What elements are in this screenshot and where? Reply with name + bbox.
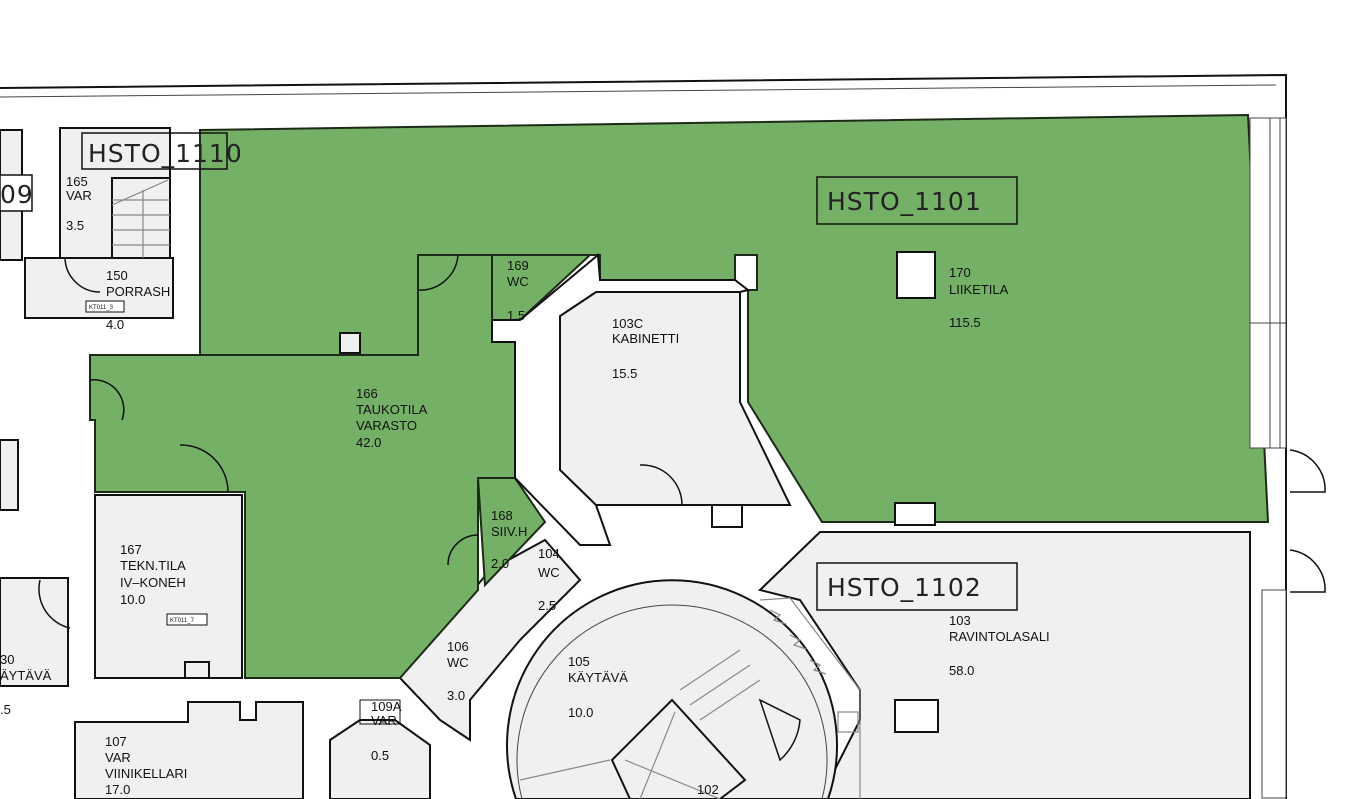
- windows-right: [1249, 117, 1287, 799]
- room-107: [74, 701, 304, 799]
- svg-text:170: 170: [949, 265, 971, 280]
- room-label-166: 166 TAUKOTILA VARASTO 42.0: [356, 386, 428, 450]
- svg-text:WC: WC: [447, 655, 469, 670]
- svg-text:2.0: 2.0: [491, 556, 509, 571]
- room-167: [94, 494, 243, 679]
- stairs-105: [519, 649, 761, 781]
- svg-text:HSTO_1102: HSTO_1102: [827, 573, 982, 602]
- svg-text:58.0: 58.0: [949, 663, 974, 678]
- svg-text:VIINIKELLARI: VIINIKELLARI: [105, 766, 187, 781]
- svg-text:106: 106: [447, 639, 469, 654]
- room-label-167: 167 TEKN.TILA IV–KONEH 10.0 KT011_7: [120, 542, 208, 626]
- shaft-102-lines: [624, 711, 721, 799]
- svg-text:107: 107: [105, 734, 127, 749]
- svg-text:115.5: 115.5: [949, 315, 981, 330]
- room-label-106: 106 WC 3.0: [447, 639, 469, 703]
- zone-label-hsto-1110[interactable]: HSTO_1110: [81, 132, 243, 170]
- zone-label-hsto-1102[interactable]: HSTO_1102: [816, 562, 1018, 611]
- svg-text:TAUKOTILA: TAUKOTILA: [356, 402, 428, 417]
- svg-text:ÄYTÄVÄ: ÄYTÄVÄ: [0, 668, 52, 683]
- stairs-150: [111, 177, 171, 259]
- svg-text:103: 103: [949, 613, 971, 628]
- svg-text:IV–KONEH: IV–KONEH: [120, 575, 186, 590]
- svg-text:3.0: 3.0: [447, 688, 465, 703]
- zone-label-partial[interactable]: 09: [0, 174, 34, 212]
- svg-text:2.5: 2.5: [538, 598, 556, 613]
- room-label-170: 170 LIIKETILA 115.5: [949, 265, 1009, 330]
- svg-text:SIIV.H: SIIV.H: [491, 524, 527, 539]
- room-label-105: 105 KÄYTÄVÄ 10.0: [568, 654, 628, 720]
- room-168-zone: [476, 477, 547, 588]
- room-label-102: 102: [697, 782, 719, 797]
- room-105-inner: [516, 604, 828, 799]
- room-label-165: 165 VAR 3.5: [66, 174, 92, 233]
- room-166-zone: [89, 254, 516, 679]
- svg-text:30: 30: [0, 652, 14, 667]
- room-130: [0, 577, 69, 687]
- svg-text:15.5: 15.5: [612, 366, 637, 381]
- svg-text:KABINETTI: KABINETTI: [612, 331, 679, 346]
- svg-text:09: 09: [0, 180, 34, 209]
- outer-wall: [0, 73, 1287, 799]
- svg-text:109A: 109A: [371, 699, 402, 714]
- room-left-mid: [0, 439, 19, 511]
- svg-text:WC: WC: [538, 565, 560, 580]
- svg-text:150: 150: [106, 268, 128, 283]
- svg-text:HSTO_1101: HSTO_1101: [827, 187, 982, 216]
- svg-text:LIIKETILA: LIIKETILA: [949, 282, 1009, 297]
- svg-text:42.0: 42.0: [356, 435, 381, 450]
- svg-text:167: 167: [120, 542, 142, 557]
- svg-text:KT011_3: KT011_3: [89, 305, 114, 311]
- room-label-168: 168 SIIV.H 2.0: [491, 508, 527, 571]
- svg-text:0.5: 0.5: [371, 748, 389, 763]
- room-label-109a: 109A VAR 0.5: [359, 699, 402, 763]
- svg-text:KT011_7: KT011_7: [170, 618, 195, 624]
- svg-text:17.0: 17.0: [105, 782, 130, 797]
- svg-text:VAR: VAR: [66, 188, 92, 203]
- svg-text:WC: WC: [507, 274, 529, 289]
- corridor: [491, 252, 751, 546]
- room-label-104: 104 WC 2.5: [538, 546, 560, 613]
- svg-text:166: 166: [356, 386, 378, 401]
- room-105-outer: [506, 579, 838, 799]
- room-label-107: 107 VAR VIINIKELLARI 17.0: [105, 734, 187, 797]
- svg-text:165: 165: [66, 174, 88, 189]
- svg-text:102: 102: [697, 782, 719, 797]
- fixtures: [184, 251, 939, 733]
- svg-text:TEKN.TILA: TEKN.TILA: [120, 558, 186, 573]
- room-label-103c: 103C KABINETTI 15.5: [612, 316, 679, 381]
- svg-text:VARASTO: VARASTO: [356, 418, 417, 433]
- room-label-130: 30 ÄYTÄVÄ .5: [0, 652, 52, 717]
- window-blinds: [759, 597, 861, 799]
- svg-text:168: 168: [491, 508, 513, 523]
- doors: [38, 254, 1326, 762]
- svg-text:4.0: 4.0: [106, 317, 124, 332]
- inner-wall: [0, 84, 1277, 98]
- svg-text:104: 104: [538, 546, 560, 561]
- svg-text:169: 169: [507, 258, 529, 273]
- zone-label-hsto-1101[interactable]: HSTO_1101: [816, 176, 1018, 225]
- shaft-102: [610, 698, 747, 799]
- room-label-169: 169 WC 1.5: [507, 258, 529, 323]
- svg-text:RAVINTOLASALI: RAVINTOLASALI: [949, 629, 1050, 644]
- room-label-150: 150 PORRASH KT011_3 4.0: [85, 268, 170, 332]
- svg-text:1.5: 1.5: [507, 308, 525, 323]
- svg-text:3.5: 3.5: [66, 218, 84, 233]
- svg-text:10.0: 10.0: [568, 705, 593, 720]
- svg-text:.5: .5: [0, 702, 11, 717]
- room-label-103: 103 RAVINTOLASALI 58.0: [949, 613, 1050, 678]
- svg-text:VAR: VAR: [105, 750, 131, 765]
- svg-text:103C: 103C: [612, 316, 643, 331]
- stair-lines: [111, 179, 170, 258]
- svg-text:KÄYTÄVÄ: KÄYTÄVÄ: [568, 670, 628, 685]
- svg-text:10.0: 10.0: [120, 592, 145, 607]
- svg-text:PORRASH: PORRASH: [106, 284, 170, 299]
- svg-text:VAR: VAR: [371, 713, 397, 728]
- svg-text:105: 105: [568, 654, 590, 669]
- svg-text:HSTO_1110: HSTO_1110: [88, 139, 243, 168]
